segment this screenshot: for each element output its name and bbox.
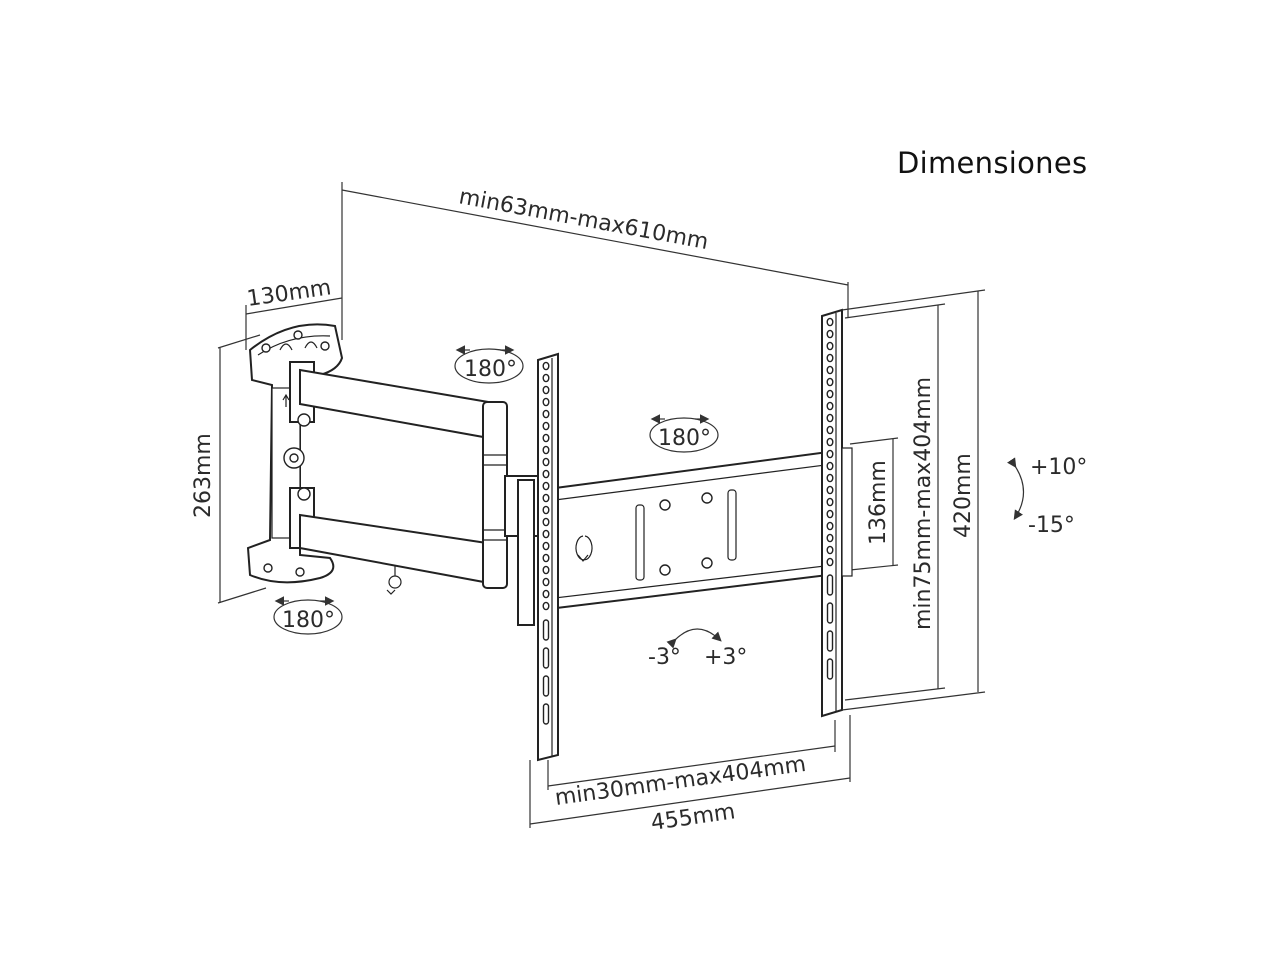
dim-arm-extension: min63mm-max610mm <box>341 182 849 340</box>
rail-hole <box>826 365 834 375</box>
rail-hole <box>542 457 550 467</box>
rail-hole <box>542 469 550 479</box>
rail-hole <box>542 361 550 371</box>
rail-hole <box>542 577 550 587</box>
rail-slot <box>826 574 834 596</box>
rail-hole <box>542 373 550 383</box>
level-left-label: -3° <box>648 645 681 670</box>
rail-hole <box>542 541 550 551</box>
tilt-up-label: +10° <box>1030 455 1087 480</box>
rail-hole <box>542 589 550 599</box>
rail-hole <box>826 425 834 435</box>
rail-slot <box>542 619 550 641</box>
rail-hole <box>826 461 834 471</box>
rail-slot <box>542 675 550 697</box>
left-rail <box>537 352 559 762</box>
dim-vesa-vertical: min75mm-max404mm <box>844 303 946 701</box>
rail-hole <box>826 533 834 543</box>
rail-hole <box>826 401 834 411</box>
rotation-badge-wall: 180° <box>273 596 343 635</box>
level-indicator: -3° +3° <box>648 628 747 670</box>
rail-hole <box>826 557 834 567</box>
rail-hole <box>542 505 550 515</box>
rail-hole <box>542 493 550 503</box>
rail-hole <box>826 413 834 423</box>
rotation-wall-label: 180° <box>282 608 335 633</box>
rail-hole <box>826 353 834 363</box>
rail-hole <box>826 377 834 387</box>
dim-vesa-vertical-label: min75mm-max404mm <box>911 377 936 630</box>
rail-slot <box>542 647 550 669</box>
dim-bracket-height: 420mm <box>841 289 986 711</box>
rail-hole <box>826 485 834 495</box>
rail-slot <box>826 602 834 624</box>
crossbar <box>539 450 829 612</box>
right-rail <box>821 308 843 718</box>
rail-hole <box>826 509 834 519</box>
tilt-down-label: -15° <box>1028 513 1075 538</box>
rail-hole <box>542 409 550 419</box>
rail-hole <box>826 473 834 483</box>
rail-hole <box>826 341 834 351</box>
rail-hole <box>542 601 550 611</box>
rail-hole <box>542 445 550 455</box>
rotation-bracket-label: 180° <box>658 426 711 451</box>
rail-hole <box>542 481 550 491</box>
rail-hole <box>826 317 834 327</box>
rotation-badge-bracket: 180° <box>649 414 719 453</box>
rail-slot <box>542 703 550 725</box>
rail-hole <box>826 449 834 459</box>
rail-slot <box>826 658 834 680</box>
first-arm <box>289 361 508 595</box>
rail-hole <box>826 437 834 447</box>
rail-hole <box>542 565 550 575</box>
diagram-title: Dimensiones <box>897 146 1088 180</box>
rail-hole <box>542 397 550 407</box>
rotation-badge-arm: 180° <box>454 345 524 384</box>
rail-hole <box>542 385 550 395</box>
dim-slot-spacing: 136mm <box>841 437 899 577</box>
rail-hole <box>542 517 550 527</box>
rotation-arm-label: 180° <box>464 357 517 382</box>
dim-bracket-height-label: 420mm <box>951 453 976 538</box>
rail-hole <box>826 545 834 555</box>
dim-wall-plate-height-label: 263mm <box>191 433 216 518</box>
rail-hole <box>542 421 550 431</box>
dim-slot-spacing-label: 136mm <box>866 460 891 545</box>
tilt-indicator: +10° -15° <box>1007 455 1087 538</box>
rail-hole <box>826 497 834 507</box>
dim-wall-plate-height: 263mm <box>191 334 267 604</box>
second-arm <box>504 475 541 626</box>
rail-hole <box>826 329 834 339</box>
dim-arm-extension-label: min63mm-max610mm <box>457 184 710 255</box>
dim-vesa-horizontal: min30mm-max404mm <box>547 720 836 811</box>
level-right-label: +3° <box>704 645 747 670</box>
rail-slot <box>826 630 834 652</box>
rail-hole <box>542 553 550 563</box>
rail-hole <box>826 521 834 531</box>
rail-hole <box>826 389 834 399</box>
rail-hole <box>542 433 550 443</box>
wall-plate <box>246 323 344 584</box>
rail-hole <box>542 529 550 539</box>
